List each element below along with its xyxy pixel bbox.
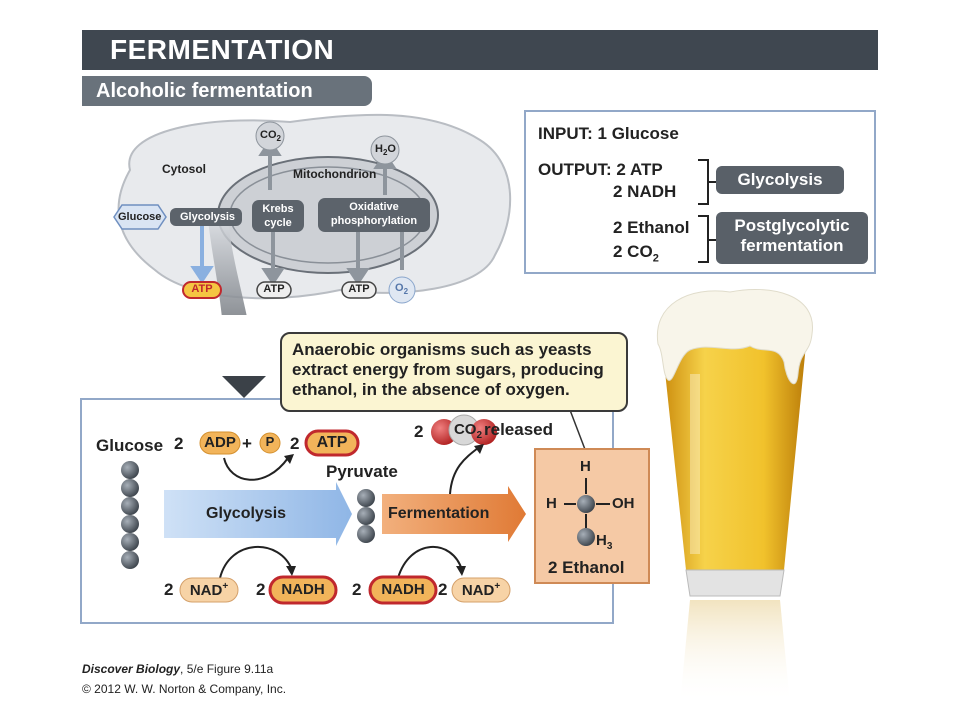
ethanol-label: 2 Ethanol <box>548 558 625 577</box>
down-arrow <box>222 376 266 398</box>
cytosol-label: Cytosol <box>162 162 207 176</box>
cell-glycolysis-label: Glycolysis <box>180 211 236 223</box>
cell-o2-label: O2 <box>395 282 409 297</box>
glucose-hexagon <box>113 204 167 230</box>
mitochondrion-label: Mitochondrion <box>293 167 377 181</box>
cell-atp-label-2: ATP <box>263 283 285 295</box>
section-subtitle: Alcoholic fermentation <box>82 76 372 106</box>
pathway-graphics <box>121 414 526 605</box>
nadh-pill-2 <box>368 575 438 605</box>
fermentation-arrow-shape <box>382 486 526 542</box>
cell-h2o-label: H2O <box>375 143 396 158</box>
callout-pointer <box>569 409 587 453</box>
ethanol-h-left: H <box>546 495 557 512</box>
o2-bubble <box>388 276 416 304</box>
input-row: INPUT: 1 Glucose <box>538 124 679 143</box>
footer-citation: Discover Biology, 5/e Figure 9.11a <box>82 662 274 676</box>
output-row: OUTPUT: 2 ATP <box>538 160 663 179</box>
cell-atp-label-1: ATP <box>191 283 213 295</box>
output-ethanol: 2 Ethanol <box>613 218 690 237</box>
nadh-label-2: NADH <box>381 581 425 598</box>
krebs-label-1: Krebs <box>262 203 294 215</box>
adp-label: ADP <box>204 434 236 451</box>
adp-pill <box>199 431 241 455</box>
nad-pill-1 <box>179 577 239 603</box>
footer-copyright: © 2012 W. W. Norton & Company, Inc. <box>82 682 287 696</box>
plus-sign: + <box>242 434 252 453</box>
ethanol-h3: H3 <box>596 532 613 552</box>
nadh-coefficient-2: 2 <box>352 580 362 599</box>
oxphos-pill <box>318 198 430 232</box>
co2-molecule-label: CO2 <box>453 421 483 441</box>
beer-glass-image <box>656 289 813 704</box>
krebs-label-2: cycle <box>264 217 292 229</box>
ethanol-structure-box <box>534 448 650 584</box>
krebs-pill <box>252 200 304 232</box>
nad-coefficient-2: 2 <box>438 580 448 599</box>
glucose-chain-label: Glucose <box>96 436 164 455</box>
oxphos-label-2: phosphorylation <box>330 215 418 227</box>
nadh-pill-1 <box>268 575 338 605</box>
ethanol-oh: OH <box>612 495 635 512</box>
ethanol-h-top: H <box>580 458 591 475</box>
nad-label-1: NAD+ <box>189 581 229 599</box>
atp-pill-1 <box>256 281 292 299</box>
atp-coefficient: 2 <box>290 434 300 453</box>
cell-co2-label: CO2 <box>260 129 281 144</box>
output-nadh: 2 NADH <box>613 182 677 201</box>
glycolysis-arrow-label: Glycolysis <box>206 505 287 522</box>
pyruvate-label: Pyruvate <box>326 462 398 481</box>
co2-coefficient: 2 <box>414 422 424 441</box>
fermentation-arrow-label: Fermentation <box>388 505 490 522</box>
nadh-label-1: NADH <box>281 581 325 598</box>
atp-pill-yellow <box>182 281 222 299</box>
p-circle <box>259 432 281 454</box>
glycolysis-tag: Glycolysis <box>716 166 844 194</box>
h2o-bubble <box>370 135 400 165</box>
page-title: FERMENTATION <box>110 34 335 65</box>
glycolysis-arrow-shape <box>164 482 352 546</box>
nadh-coefficient-1: 2 <box>256 580 266 599</box>
cell-atp-label-3: ATP <box>348 283 370 295</box>
nad-pill-2 <box>451 577 511 603</box>
nad-label-2: NAD+ <box>461 581 501 599</box>
title-bar <box>82 30 878 70</box>
output-co2: 2 CO2 <box>613 242 659 265</box>
adp-coefficient: 2 <box>174 434 184 453</box>
released-label: released <box>484 420 553 439</box>
callout-text-box: Anaerobic organisms such as yeasts extra… <box>280 332 628 412</box>
output-brackets <box>698 159 716 263</box>
cell-diagram <box>113 113 512 315</box>
nad-coefficient-1: 2 <box>164 580 174 599</box>
atp-label: ATP <box>316 434 348 451</box>
p-label: P <box>265 434 275 449</box>
atp-pill-2 <box>341 281 377 299</box>
co2-bubble <box>255 121 285 151</box>
ethanol-molecule <box>564 478 610 546</box>
glycolysis-pill <box>170 208 242 226</box>
atp-pill <box>304 429 360 457</box>
funnel-shape <box>208 220 247 315</box>
oxphos-label-1: Oxidative <box>349 201 399 213</box>
glucose-label: Glucose <box>118 211 162 223</box>
